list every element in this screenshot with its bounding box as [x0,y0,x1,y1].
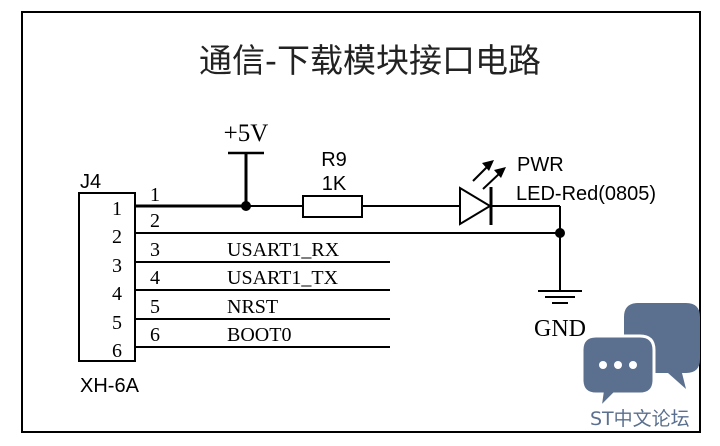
outer-pin-3: 3 [150,239,160,261]
connector-body [78,192,136,362]
gnd-symbol-icon [538,290,582,304]
inner-pin-4: 4 [112,283,122,305]
inner-pin-1: 1 [112,198,122,220]
inner-pin-5: 5 [112,312,122,334]
outer-pin-4: 4 [150,267,160,289]
outer-pin-1: 1 [150,184,160,206]
chat-bubbles-icon [580,303,700,413]
outer-pin-2: 2 [150,210,160,232]
inner-pin-6: 6 [112,340,122,362]
connector-inner-pin-numbers: 1 2 3 4 5 6 [112,198,122,362]
outer-pin-5: 5 [150,296,160,318]
resistor-ref-label: R9 [321,149,347,171]
inner-pin-2: 2 [112,226,122,248]
resistor-r9 [302,195,363,218]
led-value-label: LED-Red(0805) [516,183,656,205]
led-ref-label: PWR [517,154,564,176]
watermark-text: ST中文论坛 [590,408,690,430]
led-pwr [459,186,493,226]
diagram-frame [21,11,701,433]
gnd-label: GND [534,316,586,342]
resistor-value-label: 1K [322,173,347,195]
net-label-boot0: BOOT0 [227,324,291,346]
net-labels: USART1_RX USART1_TX NRST BOOT0 [227,239,340,346]
connector-outer-pin-numbers: 1 2 3 4 5 6 [150,184,160,346]
outer-pin-6: 6 [150,324,160,346]
connector-ref-label: J4 [80,171,101,193]
led-triangle [459,186,492,226]
junction-vcc [241,201,251,211]
net-label-nrst: NRST [227,296,278,318]
net-label-usart1-rx: USART1_RX [227,239,340,261]
led-emission-arrows-icon [472,160,506,190]
diagram-title: 通信-下载模块接口电路 [199,41,541,80]
vcc-label: +5V [224,120,269,147]
junction-gnd [555,228,565,238]
net-label-usart1-tx: USART1_TX [227,267,339,289]
watermark: ST中文论坛 [580,303,700,430]
wires [135,153,561,348]
connector-part-label: XH-6A [80,375,140,397]
inner-pin-3: 3 [112,255,122,277]
